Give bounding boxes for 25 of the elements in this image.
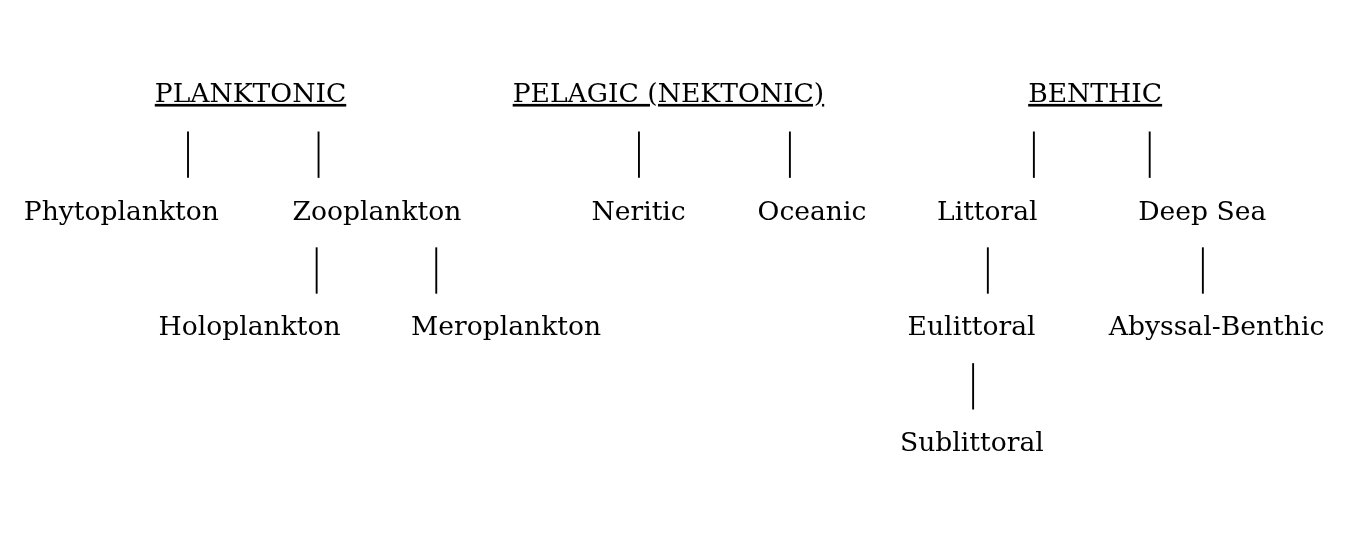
- connector: [1032, 130, 1035, 179]
- node-text: BENTHIC: [1028, 76, 1163, 108]
- connector: [972, 362, 975, 411]
- node-text: PLANKTONIC: [154, 76, 347, 108]
- node-text: Meroplankton: [411, 310, 602, 342]
- connector: [638, 130, 640, 179]
- connector: [317, 130, 320, 179]
- node-text: Zooplankton: [292, 194, 462, 226]
- node-text: Oceanic: [757, 194, 867, 226]
- node-text: Deep Sea: [1138, 194, 1267, 226]
- node-text: Phytoplankton: [23, 194, 219, 226]
- node-text: Littoral: [937, 194, 1038, 226]
- node-text: Holoplankton: [158, 310, 341, 342]
- connector: [187, 130, 189, 179]
- connector: [315, 246, 318, 295]
- connector: [788, 130, 791, 179]
- node-text: Abyssal-Benthic: [1108, 310, 1325, 342]
- connector: [1201, 246, 1204, 295]
- node-text: Eulittoral: [907, 310, 1036, 342]
- connector: [435, 246, 438, 295]
- node-text: PELAGIC (NEKTONIC): [512, 76, 825, 108]
- node-text: Neritic: [591, 194, 686, 226]
- node-text: Sublittoral: [900, 426, 1044, 458]
- connector: [1148, 130, 1151, 179]
- connector: [986, 246, 989, 295]
